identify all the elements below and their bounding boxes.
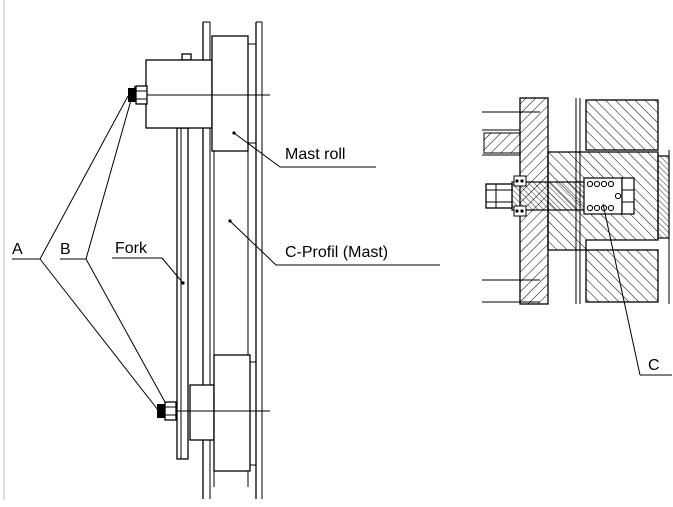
leader-line-c-profil bbox=[228, 219, 440, 266]
label-fork: Fork bbox=[115, 240, 148, 257]
fork-plate-upper bbox=[483, 132, 521, 154]
upper-roller-assembly bbox=[145, 35, 256, 152]
leader-line-mast-roll bbox=[233, 132, 376, 168]
side-view: A B Fork Mast roll C-Profil (Mast) bbox=[12, 21, 440, 499]
lower-roller-assembly bbox=[189, 354, 256, 472]
shaft-nut bbox=[621, 177, 635, 215]
seal-rings bbox=[513, 175, 527, 217]
label-c-profil: C-Profil (Mast) bbox=[285, 244, 388, 261]
label-a: A bbox=[12, 241, 23, 258]
bolt-head-section bbox=[485, 183, 513, 209]
section-view: C bbox=[482, 97, 672, 376]
leader-lines-a bbox=[12, 95, 159, 411]
mast-profile-lower bbox=[585, 249, 659, 303]
fork-bar bbox=[176, 127, 189, 460]
leader-line-fork bbox=[112, 257, 185, 285]
label-b: B bbox=[60, 241, 71, 258]
leader-lines-b bbox=[60, 85, 166, 403]
label-mast-roll: Mast roll bbox=[285, 146, 345, 163]
lower-bolt-head bbox=[157, 401, 177, 421]
mast-profile-upper bbox=[585, 99, 659, 151]
mast-flange bbox=[657, 155, 670, 239]
bearing-cage bbox=[583, 177, 623, 215]
label-c: C bbox=[648, 357, 660, 374]
leader-line-c bbox=[602, 203, 672, 376]
